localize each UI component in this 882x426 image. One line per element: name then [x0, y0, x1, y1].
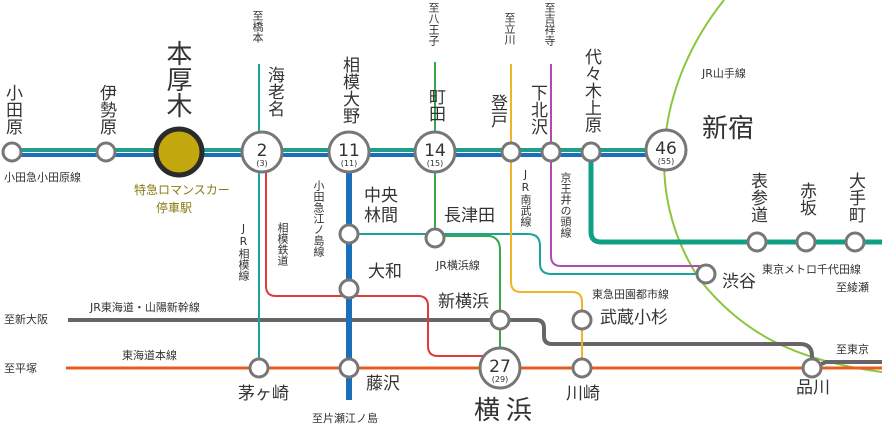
label-nagatsuta: 長津田	[444, 206, 495, 226]
label-honatsugi: 本厚木	[162, 40, 192, 118]
station-honatsugi[interactable]	[153, 126, 205, 178]
station-omotesando[interactable]	[746, 231, 768, 253]
station-nagatsuta[interactable]	[424, 227, 446, 249]
label-omotesando: 表参道	[747, 172, 767, 223]
dir-shin-osaka: 至新大阪	[4, 313, 48, 326]
sagami-ono-minutes-sub: (11)	[341, 159, 357, 168]
sagami-ono-minutes: 11	[338, 141, 360, 161]
station-noborito[interactable]	[500, 141, 522, 163]
station-ebina[interactable]	[240, 130, 284, 174]
tokyu-denentoshi-line	[349, 233, 706, 275]
keio-inokashira-line	[550, 64, 706, 267]
label-chuo-rinkan: 中央林間	[364, 186, 398, 226]
station-yamato[interactable]	[338, 278, 360, 300]
metro-chiyoda-line	[588, 152, 882, 245]
station-shinjuku[interactable]	[644, 128, 688, 172]
station-sagami-ono[interactable]	[327, 130, 371, 174]
dir-hashimoto: 至橋本	[251, 10, 264, 43]
station-yokohama[interactable]	[478, 346, 522, 390]
line-odakyu-enoshima: 小田急江ノ島線	[312, 180, 325, 257]
shinjuku-minutes-sub: (55)	[658, 157, 674, 166]
label-sagami-ono: 相模大野	[339, 56, 359, 124]
machida-minutes-sub: (15)	[427, 159, 443, 168]
station-musashi-kosugi[interactable]	[571, 309, 593, 331]
label-shibuya: 渋谷	[722, 272, 756, 292]
station-otemachi[interactable]	[844, 231, 866, 253]
line-jr-tokaido-sanyo: JR東海道・山陽新幹線	[90, 301, 200, 314]
label-shinagawa: 品川	[796, 378, 830, 398]
line-sotetsu: 相模鉄道	[276, 222, 289, 266]
dir-tokyo: 至東京	[836, 343, 869, 356]
line-keio-inokashira: 京王井の頭線	[559, 172, 572, 238]
tokaido-shinkansen-line	[68, 318, 882, 367]
yokohama-minutes-sub: (29)	[492, 375, 508, 384]
label-kawasaki: 川崎	[566, 384, 600, 404]
label-odawara: 小田原	[2, 84, 22, 135]
line-tokaido-main: 東海道本線	[122, 349, 177, 362]
line-jr-yokohama: JR横浜線	[436, 259, 480, 272]
station-chigasaki[interactable]	[248, 357, 270, 379]
line-jr-nambu: JR南武線	[519, 168, 532, 227]
station-odawara[interactable]	[1, 141, 23, 163]
station-shibuya[interactable]	[695, 263, 717, 285]
dir-hiratsuka: 至平塚	[4, 362, 37, 375]
yokohama-minutes: 27	[489, 357, 511, 377]
label-chigasaki: 茅ヶ崎	[238, 384, 289, 404]
romancecar-label: 特急ロマンスカー	[134, 183, 230, 197]
line-tokyu-denentoshi: 東急田園都市線	[592, 288, 669, 301]
station-kawasaki[interactable]	[571, 357, 593, 379]
label-akasaka: 赤坂	[796, 182, 816, 216]
machida-minutes: 14	[424, 141, 446, 161]
label-shimokitazawa: 下北沢	[527, 84, 547, 135]
jr-nambu-line	[510, 64, 583, 368]
label-machida: 町田	[425, 88, 445, 122]
station-shin-yokohama[interactable]	[489, 309, 511, 331]
sotetsu-line	[265, 168, 500, 357]
label-otemachi: 大手町	[845, 172, 865, 223]
station-akasaka[interactable]	[795, 231, 817, 253]
label-isehara: 伊勢原	[96, 84, 116, 135]
dir-hachioji: 至八王子	[427, 2, 440, 46]
line-jr-yamanote: JR山手線	[702, 67, 746, 80]
jr-yamanote-line	[663, 0, 882, 373]
label-yamato: 大和	[368, 262, 402, 282]
station-chuo-rinkan[interactable]	[338, 223, 360, 245]
label-shinjuku: 新宿	[702, 114, 755, 144]
station-shimokitazawa[interactable]	[540, 141, 562, 163]
station-isehara[interactable]	[95, 141, 117, 163]
shinjuku-minutes: 46	[655, 139, 677, 159]
line-odakyu-odawara: 小田急小田原線	[4, 171, 81, 184]
station-fujisawa[interactable]	[338, 357, 360, 379]
label-yoyogi-uehara: 代々木上原	[581, 48, 601, 133]
label-ebina: 海老名	[264, 66, 284, 117]
station-machida[interactable]	[413, 130, 457, 174]
ebina-minutes-sub: (3)	[256, 159, 267, 168]
station-shinagawa[interactable]	[801, 357, 823, 379]
line-jr-sagami: JR相模線	[237, 222, 250, 281]
dir-tachikawa: 至立川	[503, 12, 516, 45]
label-noborito: 登戸	[487, 94, 507, 128]
label-musashi-kosugi: 武蔵小杉	[600, 308, 668, 328]
dir-kichijoji: 至吉祥寺	[543, 2, 556, 46]
label-yokohama: 横浜	[474, 396, 539, 426]
ebina-minutes: 2	[257, 141, 268, 161]
dir-katase-enoshima: 至片瀬江ノ島	[312, 412, 378, 425]
romancecar-stop-label: 停車駅	[156, 201, 193, 215]
station-yoyogi-uehara[interactable]	[580, 141, 602, 163]
label-fujisawa: 藤沢	[366, 374, 400, 394]
dir-ayase: 至綾瀬	[836, 281, 869, 294]
line-metro-chiyoda: 東京メトロ千代田線	[762, 263, 861, 276]
label-shin-yokohama: 新横浜	[438, 292, 489, 312]
